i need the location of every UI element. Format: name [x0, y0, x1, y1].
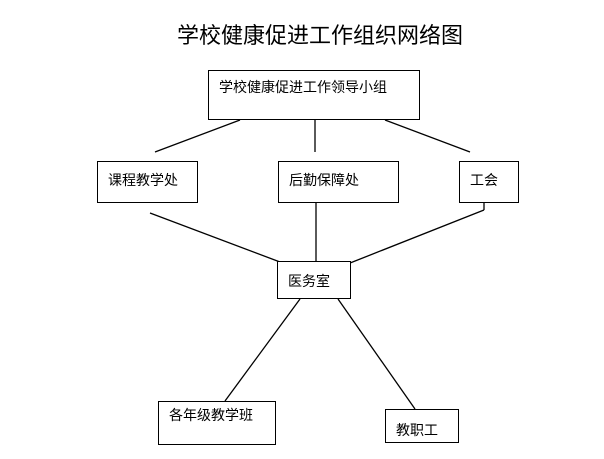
node-label: 后勤保障处: [289, 173, 359, 189]
link-leader-course: [154, 119, 241, 153]
node-grade-classes: 各年级教学班: [158, 401, 276, 445]
node-labor-union: 工会: [459, 161, 519, 203]
link-union-clinic: [344, 209, 485, 266]
link-leader-union: [384, 119, 471, 153]
link-clinic-grade: [224, 298, 301, 402]
node-label: 教职工: [396, 423, 438, 439]
node-leadership-group: 学校健康促进工作领导小组: [208, 70, 420, 120]
node-clinic: 医务室: [277, 261, 351, 299]
node-label: 各年级教学班: [169, 408, 253, 424]
node-course-teaching-office: 课程教学处: [97, 161, 198, 203]
node-staff: 教职工: [385, 409, 459, 443]
node-label: 课程教学处: [108, 173, 178, 189]
link-clinic-staff: [337, 298, 416, 410]
node-label: 工会: [470, 173, 498, 189]
node-label: 医务室: [288, 274, 330, 290]
diagram-title: 学校健康促进工作组织网络图: [176, 24, 463, 49]
node-label: 学校健康促进工作领导小组: [219, 80, 387, 96]
node-logistics-office: 后勤保障处: [278, 161, 399, 203]
link-course-clinic: [149, 212, 289, 266]
